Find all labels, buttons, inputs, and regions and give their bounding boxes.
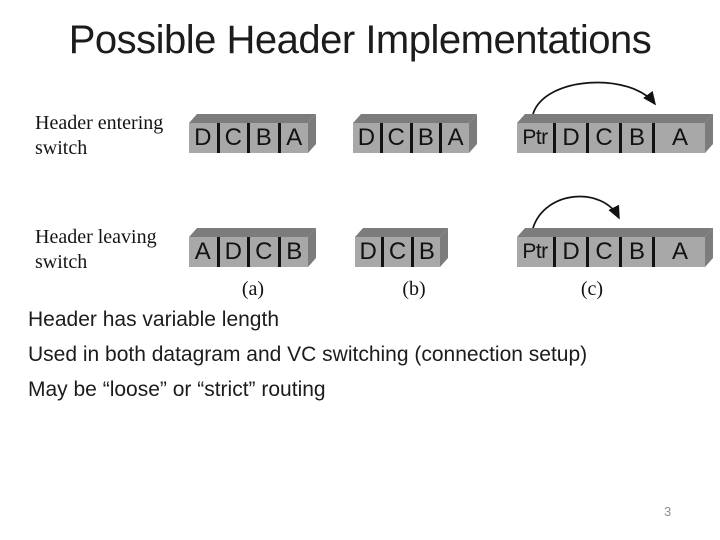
- header-cell: A: [194, 238, 211, 265]
- bar-front-face: D C B: [355, 237, 440, 267]
- bar-front-face: A D C B: [189, 237, 308, 267]
- header-cell: C: [247, 237, 278, 267]
- header-cell: D: [357, 124, 376, 151]
- label-header-entering-switch: Header entering switch: [35, 111, 185, 161]
- header-cell: B: [409, 123, 440, 153]
- header-cell: C: [216, 123, 248, 153]
- figure-label-b: (b): [402, 278, 426, 300]
- header-cell: B: [619, 123, 652, 153]
- figure-label-a: (a): [241, 278, 265, 300]
- label-line: switch: [35, 251, 88, 273]
- header-cell: D: [553, 123, 586, 153]
- label-line: Header leaving: [35, 226, 157, 248]
- bar-front-face: D C B A: [353, 123, 469, 153]
- header-cell: B: [247, 123, 278, 153]
- bar-side-face: [469, 114, 477, 153]
- slide-title: Possible Header Implementations: [68, 18, 652, 62]
- header-cell: B: [619, 237, 652, 267]
- header-cell: A: [652, 123, 705, 153]
- bar-top-face: [517, 228, 713, 237]
- header-cell: A: [277, 123, 309, 153]
- header-cell: A: [652, 237, 705, 267]
- header-cell: B: [410, 237, 440, 267]
- bar-top-face: [189, 114, 316, 123]
- header-bar-entering-c: Ptr D C B A: [517, 114, 713, 153]
- bar-side-face: [705, 114, 713, 153]
- label-header-leaving-switch: Header leaving switch: [35, 225, 185, 275]
- pointer-cell: Ptr: [522, 126, 548, 149]
- bar-top-face: [355, 228, 448, 237]
- bar-top-face: [517, 114, 713, 123]
- bar-front-face: D C B A: [189, 123, 308, 153]
- header-cell: A: [439, 123, 469, 153]
- bar-front-face: Ptr D C B A: [517, 123, 705, 153]
- bar-side-face: [308, 228, 316, 267]
- bar-top-face: [353, 114, 477, 123]
- header-cell: C: [381, 237, 410, 267]
- header-bar-leaving-c: Ptr D C B A: [517, 228, 713, 267]
- header-cell: D: [359, 238, 377, 265]
- header-cell: C: [586, 123, 619, 153]
- header-cell: D: [553, 237, 586, 267]
- bullet-line: Used in both datagram and VC switching (…: [28, 343, 588, 366]
- bar-front-face: Ptr D C B A: [517, 237, 705, 267]
- header-bar-leaving-a: A D C B: [189, 228, 316, 267]
- bar-side-face: [705, 228, 713, 267]
- label-line: Header entering: [35, 112, 164, 134]
- header-bar-leaving-b: D C B: [355, 228, 448, 267]
- bullet-line: Header has variable length: [28, 308, 279, 331]
- label-line: switch: [35, 137, 88, 159]
- header-cell: C: [379, 123, 410, 153]
- pointer-cell: Ptr: [522, 240, 548, 263]
- header-bar-entering-a: D C B A: [189, 114, 316, 153]
- bar-top-face: [189, 228, 316, 237]
- bullet-list: Header has variable length Used in both …: [28, 302, 688, 407]
- bar-side-face: [440, 228, 448, 267]
- page-number: 3: [664, 504, 672, 519]
- header-cell: D: [216, 237, 248, 267]
- header-cell: B: [277, 237, 309, 267]
- bullet-line: May be “loose” or “strict” routing: [28, 378, 326, 401]
- pointer-arc-arrow-entering: [532, 81, 657, 115]
- bar-side-face: [308, 114, 316, 153]
- header-cell: C: [586, 237, 619, 267]
- pointer-arc-arrow-leaving: [532, 195, 620, 229]
- header-cell: D: [194, 124, 212, 151]
- header-bar-entering-b: D C B A: [353, 114, 477, 153]
- figure-label-c: (c): [580, 278, 604, 300]
